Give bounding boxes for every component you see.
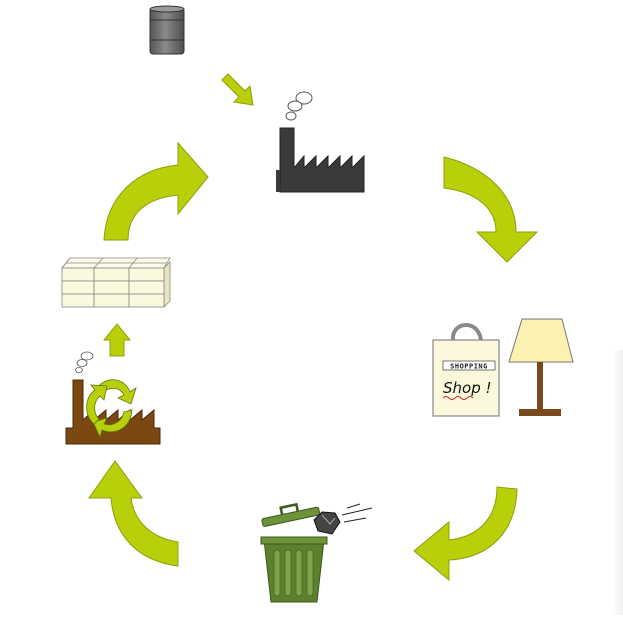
shopping-bag-icon: SHOPPING Shop ! [432,323,500,417]
bin-lid [261,502,321,527]
small-arrow-up [102,323,132,357]
right-edge-shadow [612,350,623,615]
arrow-trash-to-plant [88,460,179,567]
arrow-bales-to-factory [103,141,209,241]
plant-smoke-icon [75,351,94,373]
arrow-shop-to-trash [413,486,518,582]
bag-label: SHOPPING [450,363,488,371]
bag-script: Shop ! [443,379,492,397]
bales-icon [61,257,171,308]
barrel-icon [149,5,185,55]
recycling-plant-icon [65,351,161,445]
smoke-icon [285,91,313,121]
small-arrow-down-right [221,73,254,106]
factory-icon [276,91,365,193]
garbage-icon [313,503,373,535]
trash-bin-icon [260,502,373,603]
lamp-icon [508,318,574,416]
arrow-factory-to-shop [443,156,539,263]
recycle-arrows-icon [86,379,137,439]
